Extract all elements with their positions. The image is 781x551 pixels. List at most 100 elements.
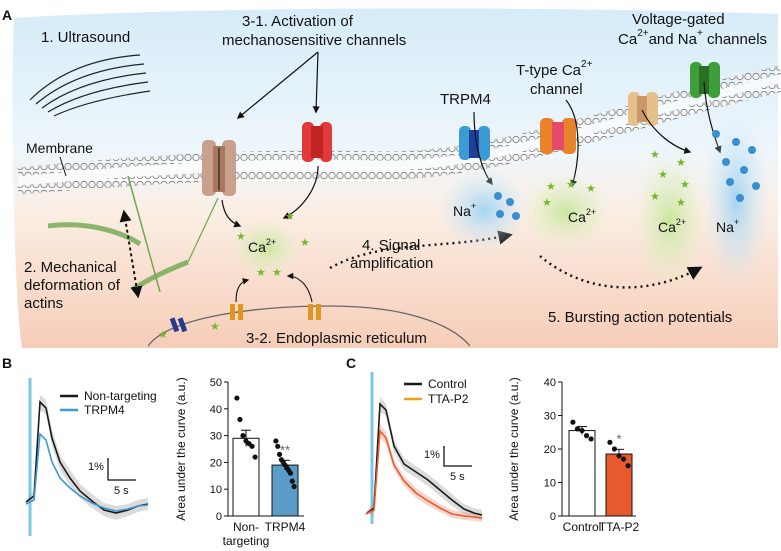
data-point [616, 453, 622, 459]
panel-b: B Non-targeting TRPM4 1% 5 s 01020304050… [2, 355, 306, 548]
step31-label-1: 3-1. Activation of [242, 13, 354, 30]
vg-na-channel-icon [690, 62, 720, 98]
trpm4-label: TRPM4 [440, 91, 491, 108]
mechanosensitive-channel-red-icon [302, 122, 332, 162]
ultrasound-waves-icon [29, 54, 151, 117]
ca-ions-ttype: ★ ★ ★ ★ [542, 179, 596, 209]
category-label: Non- [233, 520, 259, 534]
scale-bar-b [107, 458, 136, 481]
data-point [273, 438, 279, 444]
legend-label-control: Control [428, 377, 467, 391]
y-tick-label: 40 [544, 377, 556, 389]
significance-marker: * [616, 431, 621, 446]
y-tick-label: 20 [210, 457, 222, 469]
trpm4-channel-icon [459, 126, 490, 160]
data-point [620, 456, 627, 462]
step32-label: 3-2. Endoplasmic reticulum [246, 330, 427, 347]
data-point [588, 436, 594, 442]
data-point [252, 454, 258, 460]
trace-ttap2 [365, 429, 483, 519]
y-axis-label: Area under the curve (a.u.) [507, 377, 521, 520]
y-tick-label: 10 [210, 484, 222, 496]
step2-label-1: 2. Mechanical [24, 259, 117, 276]
svg-text:★: ★ [566, 179, 576, 191]
scale-y-c: 1% [424, 449, 440, 461]
svg-text:★: ★ [542, 197, 552, 209]
y-tick-label: 40 [210, 404, 222, 416]
scale-x-b: 5 s [114, 485, 129, 497]
scale-bar-c [443, 446, 472, 467]
arrow-to-mechano-channel-1 [236, 51, 319, 119]
data-point [625, 463, 631, 469]
bar-1 [271, 464, 299, 517]
data-point [234, 395, 240, 401]
svg-text:★: ★ [285, 211, 295, 223]
trace-shade-ttap2 [366, 424, 482, 522]
category-label: TRPM4 [265, 520, 306, 534]
panel-c-letter: C [346, 355, 356, 371]
deformation-arrow [119, 209, 143, 299]
trace-control [365, 402, 483, 516]
ca-cloud-center [230, 218, 302, 278]
er-release-arrow-2 [286, 272, 313, 303]
ca-ions-center: ★★★★★ [236, 211, 310, 279]
svg-text:★: ★ [676, 197, 686, 209]
bar-0 [568, 430, 596, 517]
panel-a-letter: A [2, 7, 12, 23]
na-vg-label: Na+ [716, 217, 739, 235]
signal-amplification-arrow [329, 230, 513, 270]
data-point [611, 446, 618, 452]
data-point [579, 427, 585, 434]
data-point [570, 419, 576, 425]
ca-vg-label: Ca2+ [658, 217, 686, 235]
membrane-pointer [59, 156, 67, 177]
y-tick-label: 30 [210, 431, 222, 443]
data-point [237, 416, 243, 423]
mechanosensitive-channel-brown-icon [202, 140, 236, 196]
arrow-to-mechano-channel-2 [312, 51, 320, 114]
na-cloud-left [438, 168, 530, 252]
legend-label-trpm4: TRPM4 [84, 403, 125, 417]
significance-marker: ** [280, 442, 290, 457]
svg-text:★: ★ [256, 267, 266, 279]
category-label: Control [563, 520, 602, 534]
step2-label-3: actins [24, 295, 63, 312]
step2-label-2: deformation of [24, 277, 121, 294]
y-tick-label: 0 [216, 511, 222, 523]
scale-y-b: 1% [88, 461, 104, 473]
y-tick-label: 20 [544, 444, 556, 456]
bar-0 [232, 437, 260, 517]
trace-trpm4 [25, 432, 149, 512]
ca-cloud-vg [632, 150, 708, 290]
legend-label-ttap2: TTA-P2 [428, 392, 469, 406]
vg-ca-arrow [641, 109, 692, 154]
svg-text:★: ★ [586, 183, 596, 195]
svg-text:★: ★ [158, 329, 168, 341]
svg-text:★: ★ [676, 157, 686, 169]
data-point [583, 433, 590, 439]
ca-ttype-label: Ca2+ [568, 207, 596, 225]
y-tick-label: 30 [544, 411, 556, 423]
na-ions-left [494, 192, 520, 220]
ttype-label-1: T-type Ca2+ [516, 59, 593, 79]
na-cloud-vg [702, 110, 770, 290]
na-left-label: Na+ [453, 201, 476, 219]
ttype-label-2: channel [530, 81, 583, 98]
svg-text:★: ★ [650, 191, 660, 203]
na-ions-vg [712, 130, 760, 202]
svg-text:★: ★ [546, 181, 556, 193]
category-label: TTA-P2 [599, 520, 640, 534]
vg-label-1: Voltage-gated [632, 11, 725, 28]
data-point [275, 443, 281, 449]
panel-a: A 1. Ultrasound 3-1. Activation of mecha… [2, 7, 781, 348]
svg-text:★: ★ [300, 237, 310, 249]
data-point [607, 439, 613, 445]
data-point [574, 426, 581, 432]
vg-label-2: Ca2+and Na+ channels [618, 28, 767, 48]
ca-ions-er: ★★ [158, 321, 220, 341]
ca-influx-arrow-1 [221, 199, 242, 228]
ttype-channel-icon [540, 118, 576, 154]
